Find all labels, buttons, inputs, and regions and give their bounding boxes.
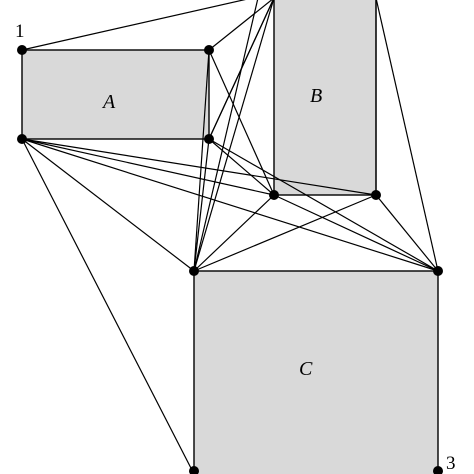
region-a-label: A bbox=[101, 91, 116, 113]
edge bbox=[21, 138, 195, 474]
edge bbox=[21, 0, 246, 51]
edge bbox=[273, 194, 439, 272]
region-c-rect bbox=[193, 270, 439, 474]
edge bbox=[208, 138, 275, 196]
edge bbox=[193, 0, 275, 272]
edge bbox=[21, 138, 275, 196]
region-c-label: C bbox=[299, 358, 313, 380]
region-b-label: B bbox=[310, 85, 322, 107]
region-b-rect bbox=[273, 0, 377, 196]
edge bbox=[193, 49, 210, 272]
vertex-a-top-right bbox=[204, 45, 214, 55]
vertex-c-bottom-right bbox=[433, 466, 443, 474]
edge bbox=[193, 0, 259, 272]
vertices-group bbox=[17, 45, 443, 474]
edges-group bbox=[21, 0, 439, 474]
edge bbox=[21, 138, 439, 272]
vertex-b-bottom-right bbox=[371, 190, 381, 200]
vertex-c-top-right bbox=[433, 266, 443, 276]
edge bbox=[193, 138, 210, 272]
vertex-a-bottom-right bbox=[204, 134, 214, 144]
edge bbox=[208, 0, 274, 140]
edge bbox=[375, 0, 439, 272]
vertex-label-3: 3 bbox=[446, 453, 456, 474]
region-a-rect bbox=[21, 49, 210, 140]
edge bbox=[208, 0, 273, 51]
edge bbox=[193, 194, 377, 272]
vertex-c-bottom-left bbox=[189, 466, 199, 474]
edge bbox=[21, 138, 195, 272]
edge bbox=[193, 194, 275, 272]
edge bbox=[375, 194, 439, 272]
vertex-c-top-left bbox=[189, 266, 199, 276]
vertex-a-bottom-left bbox=[17, 134, 27, 144]
vertex-label-1: 1 bbox=[15, 21, 25, 42]
vertex-b-bottom-left bbox=[269, 190, 279, 200]
edge bbox=[208, 138, 439, 272]
vertex-a-top-left bbox=[17, 45, 27, 55]
edge bbox=[21, 138, 377, 196]
